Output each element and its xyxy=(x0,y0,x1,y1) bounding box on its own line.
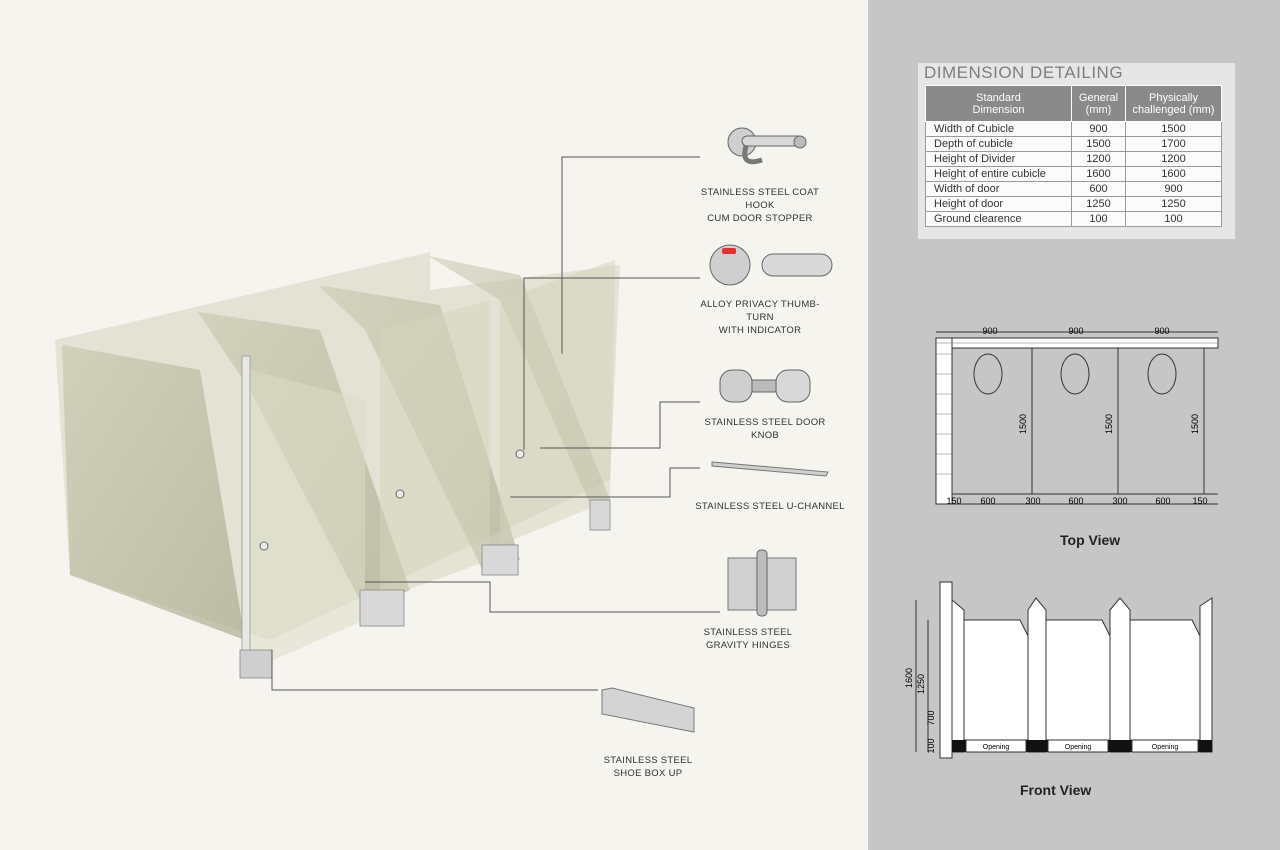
dimension-label-cell: Width of door xyxy=(925,181,1072,197)
front-height-100: 100 xyxy=(926,738,936,753)
door-knob-icon xyxy=(719,369,811,403)
challenged-value-cell: 100 xyxy=(1125,211,1222,227)
coat-hook-icon xyxy=(727,127,807,165)
dimension-label-cell: Height of door xyxy=(925,196,1072,212)
dimension-label-cell: Height of Divider xyxy=(925,151,1072,167)
top-view-title: Top View xyxy=(1060,532,1121,548)
general-value-cell: 600 xyxy=(1071,181,1126,197)
top-depth-1: 1500 xyxy=(1018,414,1028,434)
top-bottom-1: 150 xyxy=(946,496,961,506)
front-view-title: Front View xyxy=(1020,782,1092,798)
front-view-drawing: Opening Opening Opening 1600 1250 700 10… xyxy=(904,581,1213,759)
general-value-cell: 100 xyxy=(1071,211,1126,227)
opening-label-3: Opening xyxy=(1152,744,1179,751)
front-height-700: 700 xyxy=(926,710,936,725)
thumb-turn-icon xyxy=(709,244,833,286)
header-general: General(mm) xyxy=(1071,85,1126,122)
challenged-value-cell: 1200 xyxy=(1125,151,1222,167)
door-knob-label: STAINLESS STEEL DOOR KNOB xyxy=(704,417,826,441)
general-value-cell: 900 xyxy=(1071,121,1126,137)
general-value-cell: 1250 xyxy=(1071,196,1126,212)
top-bottom-4: 600 xyxy=(1068,496,1083,506)
general-value-cell: 1500 xyxy=(1071,136,1126,152)
challenged-value-cell: 1700 xyxy=(1125,136,1222,152)
top-width-3: 900 xyxy=(1154,326,1169,336)
top-bottom-7: 150 xyxy=(1192,496,1207,506)
u-channel-label: STAINLESS STEEL U-CHANNEL xyxy=(695,501,845,512)
top-width-1: 900 xyxy=(982,326,997,336)
top-bottom-5: 300 xyxy=(1112,496,1127,506)
opening-label-2: Opening xyxy=(1065,744,1092,751)
dimension-label-cell: Height of entire cubicle xyxy=(925,166,1072,182)
top-bottom-2: 600 xyxy=(980,496,995,506)
dimension-title: DIMENSION DETAILING xyxy=(924,63,1124,82)
cubicle-3d-illustration xyxy=(55,156,720,691)
top-width-2: 900 xyxy=(1068,326,1083,336)
u-channel-icon xyxy=(711,461,829,477)
dimension-label-cell: Depth of cubicle xyxy=(925,136,1072,152)
challenged-value-cell: 1250 xyxy=(1125,196,1222,212)
gravity-hinge-icon xyxy=(727,549,797,617)
general-value-cell: 1200 xyxy=(1071,151,1126,167)
top-depth-3: 1500 xyxy=(1190,414,1200,434)
top-view-drawing: 900 900 900 1500 1500 1500 150 600 300 6… xyxy=(935,326,1219,506)
challenged-value-cell: 1600 xyxy=(1125,166,1222,182)
general-value-cell: 1600 xyxy=(1071,166,1126,182)
front-height-1250: 1250 xyxy=(916,674,926,694)
front-height-1600: 1600 xyxy=(904,668,914,688)
challenged-value-cell: 1500 xyxy=(1125,121,1222,137)
dimension-label-cell: Width of Cubicle xyxy=(925,121,1072,137)
dimension-label-cell: Ground clearence xyxy=(925,211,1072,227)
top-bottom-3: 300 xyxy=(1025,496,1040,506)
challenged-value-cell: 900 xyxy=(1125,181,1222,197)
shoe-box-icon xyxy=(601,687,695,733)
top-depth-2: 1500 xyxy=(1104,414,1114,434)
top-bottom-6: 600 xyxy=(1155,496,1170,506)
opening-label-1: Opening xyxy=(983,744,1010,751)
